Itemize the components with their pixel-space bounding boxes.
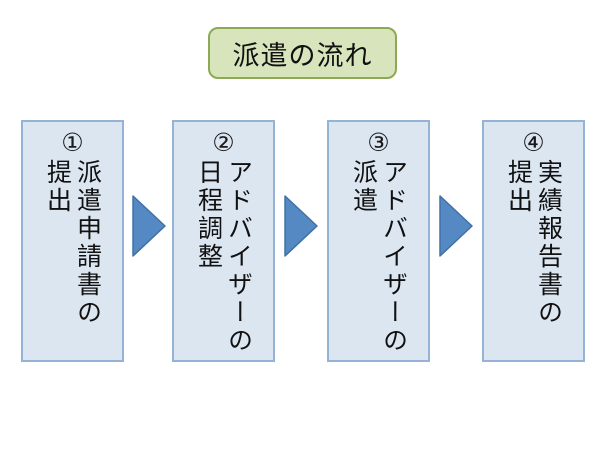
step-box-4: ④ 実績報告書の 提出 — [482, 120, 585, 362]
step-box-3: ③ アドバイザーの 派遣 — [327, 120, 430, 362]
step-4-label: 実績報告書の 提出 — [504, 159, 564, 328]
step-2-label: アドバイザーの 日程調整 — [194, 159, 254, 356]
step-box-1: ① 派遣申請書の 提出 — [21, 120, 124, 362]
diagram-title: 派遣の流れ — [208, 27, 397, 79]
step-1-label: 派遣申請書の 提出 — [43, 159, 103, 328]
step-1-number: ① — [61, 128, 84, 157]
step-3-label: アドバイザーの 派遣 — [349, 159, 409, 356]
step-4-number: ④ — [522, 128, 545, 157]
step-box-2: ② アドバイザーの 日程調整 — [172, 120, 275, 362]
step-2-number: ② — [212, 128, 235, 157]
flow-arrow-right-icon — [439, 195, 473, 257]
step-3-number: ③ — [367, 128, 390, 157]
flow-arrow-right-icon — [132, 195, 166, 257]
flow-arrow-right-icon — [284, 195, 318, 257]
diagram-title-label: 派遣の流れ — [232, 40, 373, 72]
